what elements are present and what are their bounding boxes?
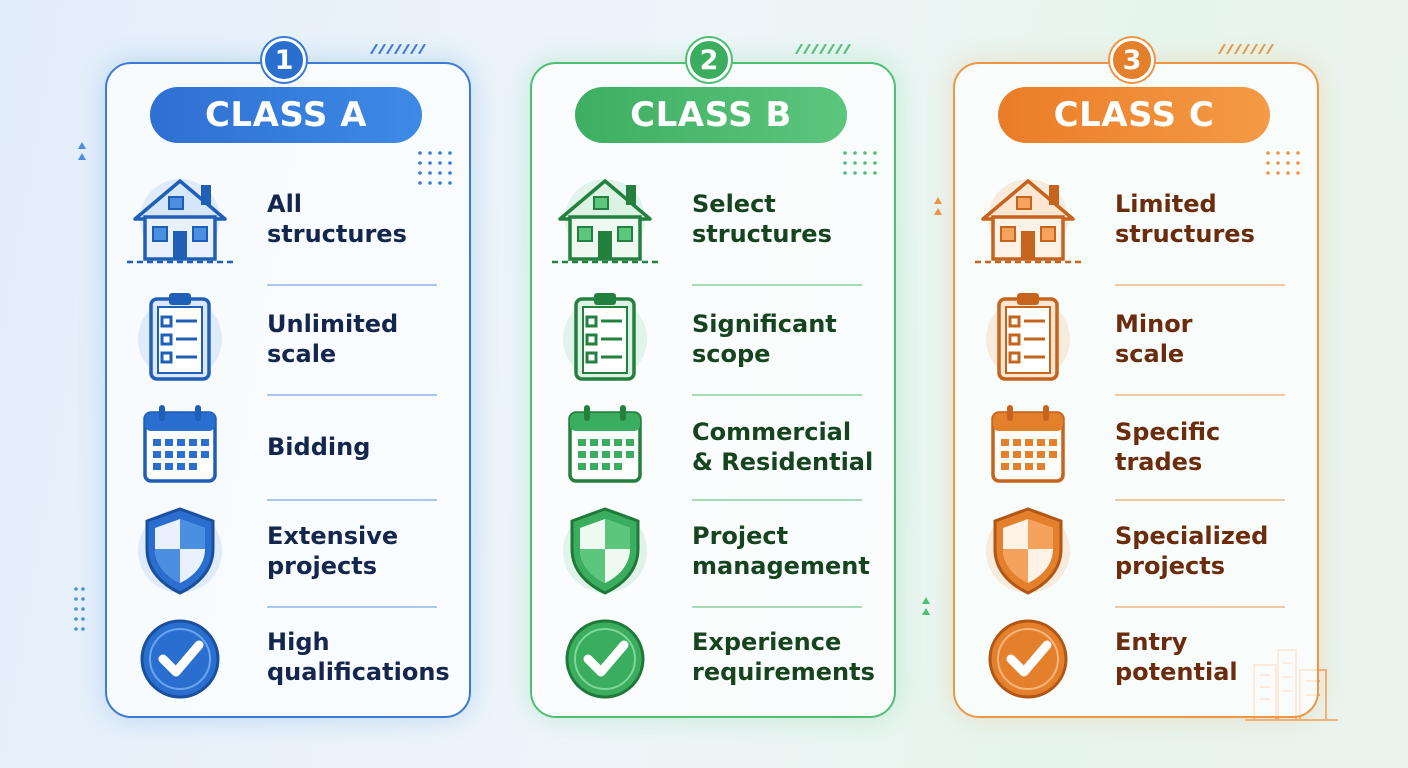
house-icon bbox=[552, 179, 658, 264]
class-number-badge: 2 bbox=[687, 38, 731, 82]
feature-label: Unlimited scale bbox=[267, 310, 399, 368]
decor-hatch bbox=[370, 44, 426, 54]
clipboard-checklist-icon bbox=[563, 293, 647, 381]
clipboard-checklist-icon bbox=[986, 293, 1070, 381]
checkmark-circle-icon bbox=[565, 619, 645, 699]
item-divider bbox=[1115, 499, 1285, 501]
calendar-icon bbox=[991, 405, 1065, 483]
feature-item: All structures bbox=[107, 169, 473, 269]
feature-label: Minor scale bbox=[1115, 310, 1193, 368]
item-divider bbox=[1115, 284, 1285, 286]
feature-label: Bidding bbox=[267, 433, 371, 461]
feature-label: Specialized projects bbox=[1115, 522, 1269, 580]
decor-hatch bbox=[1218, 44, 1274, 54]
feature-item: Commercial & Residential bbox=[532, 397, 898, 497]
class-number-badge: 1 bbox=[262, 38, 306, 82]
decor-arrows-middle bbox=[934, 197, 942, 215]
class-c-card: 3 CLASS C Limited structures bbox=[953, 38, 1321, 718]
feature-label: Specific trades bbox=[1115, 418, 1221, 476]
feature-item: Bidding bbox=[107, 397, 473, 497]
item-divider bbox=[692, 394, 862, 396]
item-divider bbox=[267, 499, 437, 501]
item-divider bbox=[1115, 606, 1285, 608]
feature-item: Select structures bbox=[532, 169, 898, 269]
feature-label: High qualifications bbox=[267, 628, 450, 686]
item-divider bbox=[692, 284, 862, 286]
feature-item: Project management bbox=[532, 501, 898, 601]
feature-label: Significant scope bbox=[692, 310, 837, 368]
shield-icon bbox=[563, 507, 647, 595]
item-divider bbox=[267, 606, 437, 608]
class-number-badge: 3 bbox=[1110, 38, 1154, 82]
decor-dot-grid bbox=[1266, 151, 1300, 175]
feature-label: Extensive projects bbox=[267, 522, 399, 580]
clipboard-checklist-icon bbox=[138, 293, 222, 381]
item-divider bbox=[1115, 394, 1285, 396]
shield-icon bbox=[138, 507, 222, 595]
feature-item: Unlimited scale bbox=[107, 289, 473, 389]
class-a-card: 1 CLASS A All structures bbox=[105, 38, 473, 718]
class-title: CLASS A bbox=[150, 87, 422, 143]
feature-item: High qualifications bbox=[107, 607, 473, 707]
house-icon bbox=[127, 179, 233, 264]
feature-label: All structures bbox=[267, 190, 407, 248]
feature-label: Project management bbox=[692, 522, 870, 580]
feature-label: Commercial & Residential bbox=[692, 418, 874, 476]
class-b-card: 2 CLASS B Select structures bbox=[530, 38, 898, 718]
checkmark-circle-icon bbox=[988, 619, 1068, 699]
item-divider bbox=[267, 394, 437, 396]
decor-arrows-left bbox=[78, 142, 86, 160]
feature-label: Entry potential bbox=[1115, 628, 1238, 686]
calendar-icon bbox=[143, 405, 217, 483]
item-divider bbox=[692, 606, 862, 608]
feature-item: Significant scope bbox=[532, 289, 898, 389]
decor-dot-grid bbox=[418, 151, 452, 185]
feature-item: Experience requirements bbox=[532, 607, 898, 707]
class-title: CLASS B bbox=[575, 87, 847, 143]
class-title: CLASS C bbox=[998, 87, 1270, 143]
item-divider bbox=[692, 499, 862, 501]
feature-item: Minor scale bbox=[955, 289, 1321, 389]
feature-item: Specific trades bbox=[955, 397, 1321, 497]
house-icon bbox=[975, 179, 1081, 264]
item-divider bbox=[267, 284, 437, 286]
feature-item: Limited structures bbox=[955, 169, 1321, 269]
feature-label: Select structures bbox=[692, 190, 832, 248]
feature-item: Extensive projects bbox=[107, 501, 473, 601]
calendar-icon bbox=[568, 405, 642, 483]
decor-dots-left bbox=[74, 587, 85, 631]
feature-label: Limited structures bbox=[1115, 190, 1255, 248]
decor-hatch bbox=[795, 44, 851, 54]
shield-icon bbox=[986, 507, 1070, 595]
feature-item: Entry potential bbox=[955, 607, 1321, 707]
checkmark-circle-icon bbox=[140, 619, 220, 699]
decor-dot-grid bbox=[843, 151, 877, 175]
feature-label: Experience requirements bbox=[692, 628, 875, 686]
decor-arrows-lower bbox=[922, 597, 930, 615]
feature-item: Specialized projects bbox=[955, 501, 1321, 601]
